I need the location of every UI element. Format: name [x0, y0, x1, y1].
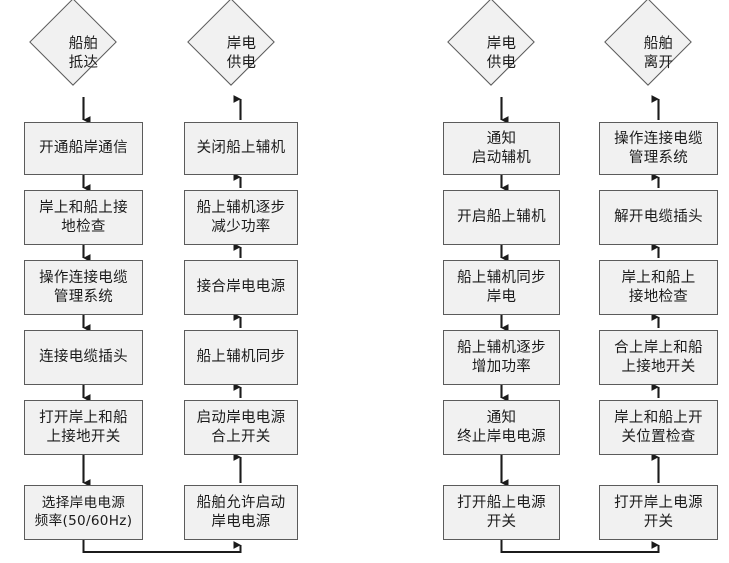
- edge-col1-to-col2: [82, 540, 242, 553]
- node-ship-auxiliary-synchronize[interactable]: 船上辅机同步: [184, 330, 298, 385]
- node-select-shore-power-frequency[interactable]: 选择岸电电源 频率(50/60Hz): [24, 485, 143, 540]
- node-notify-terminate-shore-power[interactable]: 通知 终止岸电电源: [443, 400, 560, 455]
- node-open-shore-and-ship-ground-switch[interactable]: 打开岸上和船 上接地开关: [24, 400, 143, 455]
- node-ship-allows-start-shore-power[interactable]: 船舶允许启动 岸电电源: [184, 485, 298, 540]
- edge-col3-to-col4: [500, 540, 660, 553]
- start-node-shore-power-supply: [187, 0, 275, 86]
- node-ship-auxiliary-reduce-power[interactable]: 船上辅机逐步 减少功率: [184, 190, 298, 245]
- start-node-ship-arrives: [29, 0, 117, 86]
- node-operate-cable-management-system-2[interactable]: 操作连接电缆 管理系统: [599, 122, 718, 175]
- node-open-ship-power-switch[interactable]: 打开船上电源 开关: [443, 485, 560, 540]
- node-close-shore-and-ship-ground-switch[interactable]: 合上岸上和船 上接地开关: [599, 330, 718, 385]
- node-shore-and-ship-ground-check-2[interactable]: 岸上和船上 接地检查: [599, 260, 718, 315]
- start-node-ship-departs: [604, 0, 692, 86]
- node-open-shore-power-switch[interactable]: 打开岸上电源 开关: [599, 485, 718, 540]
- node-operate-cable-management-system[interactable]: 操作连接电缆 管理系统: [24, 260, 143, 315]
- start-node-shore-power-supply-right: [447, 0, 535, 86]
- node-connect-cable-plug[interactable]: 连接电缆插头: [24, 330, 143, 385]
- node-open-ship-shore-communication[interactable]: 开通船岸通信: [24, 122, 143, 175]
- node-ship-auxiliary-increase-power[interactable]: 船上辅机逐步 增加功率: [443, 330, 560, 385]
- node-connect-shore-power-source[interactable]: 接合岸电电源: [184, 260, 298, 315]
- node-shore-and-ship-ground-check[interactable]: 岸上和船上接 地检查: [24, 190, 143, 245]
- node-ship-auxiliary-sync-shore-power[interactable]: 船上辅机同步 岸电: [443, 260, 560, 315]
- node-start-ship-auxiliary-engine[interactable]: 开启船上辅机: [443, 190, 560, 245]
- node-start-shore-power-close-switch[interactable]: 启动岸电电源 合上开关: [184, 400, 298, 455]
- node-shutdown-ship-auxiliary-engine[interactable]: 关闭船上辅机: [184, 122, 298, 175]
- node-shore-and-ship-switch-position-check[interactable]: 岸上和船上开 关位置检查: [599, 400, 718, 455]
- node-notify-start-auxiliary-engine[interactable]: 通知 启动辅机: [443, 122, 560, 175]
- node-disconnect-cable-plug[interactable]: 解开电缆插头: [599, 190, 718, 245]
